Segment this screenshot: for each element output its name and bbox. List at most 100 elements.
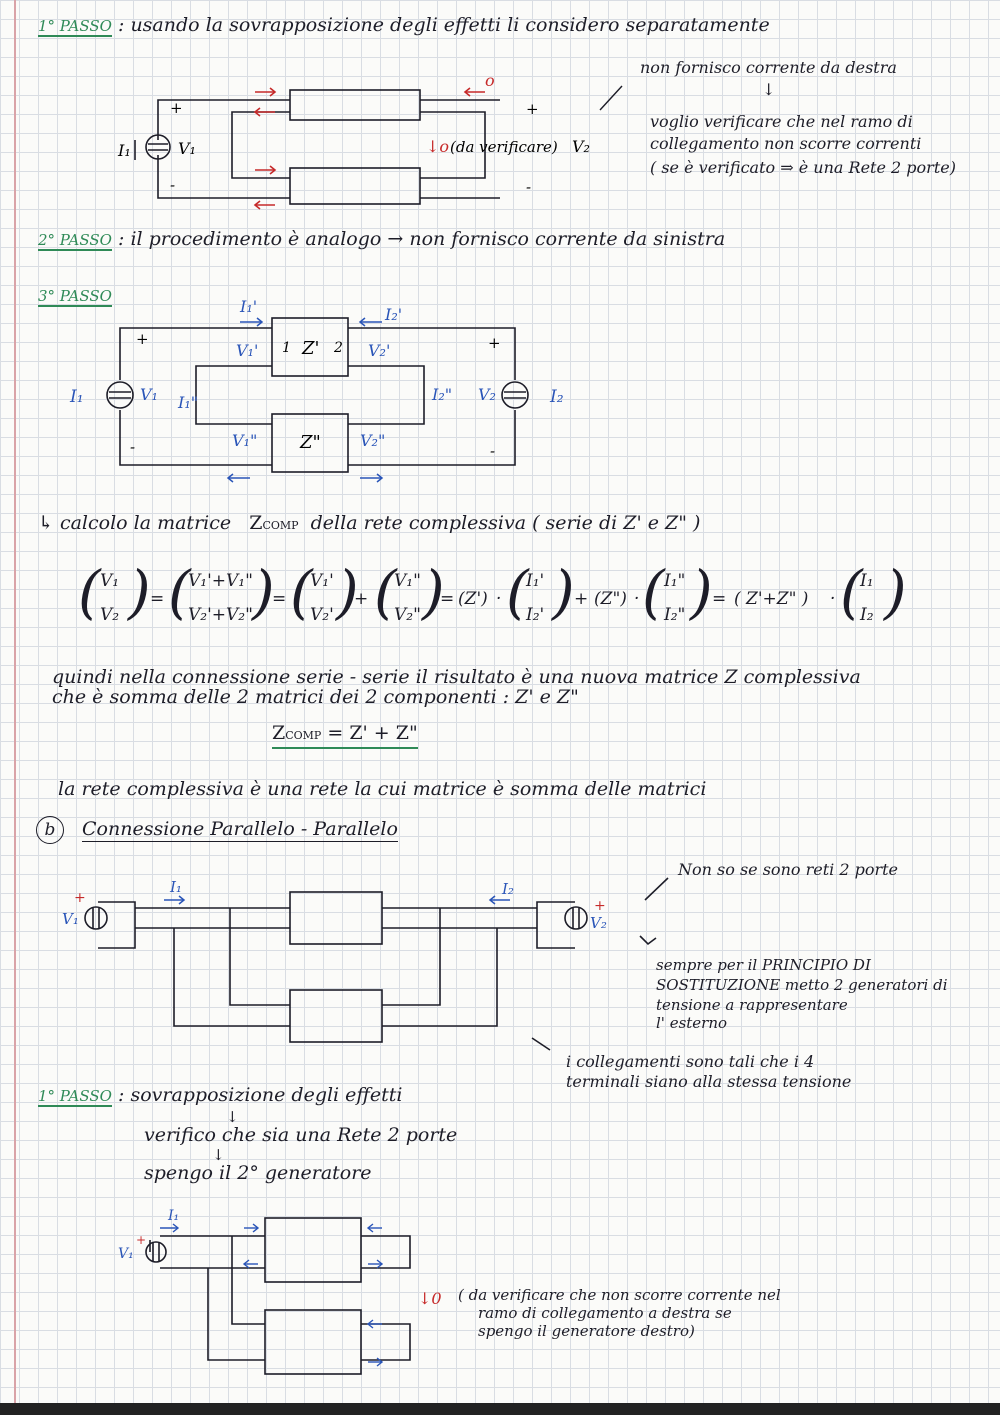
svg-text:V₁: V₁ — [178, 139, 196, 158]
note-verify-3: ( se è verificato ⇒ è una Rete 2 porte) — [650, 158, 956, 177]
svg-text:-: - — [170, 176, 175, 194]
subst-line-1: sempre per il PRINCIPIO DI — [656, 956, 871, 974]
svg-text:V₂: V₂ — [572, 137, 590, 156]
links-line-1: i collegamenti sono tali che i 4 — [566, 1052, 815, 1071]
svg-text:): ) — [250, 558, 275, 626]
svg-text:): ) — [126, 558, 151, 626]
svg-text:o: o — [485, 71, 495, 90]
svg-text:I₂: I₂ — [501, 880, 514, 898]
svg-text:I₁: I₁ — [169, 878, 182, 896]
svg-text:V₂: V₂ — [590, 914, 607, 932]
svg-text:I₁: I₁ — [117, 141, 131, 160]
svg-text:=: = — [150, 589, 164, 609]
subst-line-4: l' esterno — [656, 1014, 728, 1032]
svg-text:(: ( — [506, 558, 530, 626]
svg-text:·: · — [496, 589, 501, 609]
note-not-sure: Non so se sono reti 2 porte — [678, 860, 899, 879]
zcomp-symbol: Z — [249, 512, 263, 534]
svg-text:V₁: V₁ — [118, 1246, 134, 1262]
svg-text:↓0: ↓0 — [418, 1289, 442, 1308]
final-note-2: ramo di collegamento a destra se — [478, 1304, 732, 1322]
svg-text:V₂: V₂ — [100, 605, 119, 625]
svg-text:+: + — [354, 589, 368, 609]
down-arrow: ↓ — [762, 80, 776, 99]
svg-text:I₁: I₁ — [859, 571, 874, 591]
svg-text:): ) — [420, 558, 445, 626]
step1-row: 1° PASSO : usando la sovrapposizione deg… — [38, 14, 770, 37]
svg-text:+: + — [170, 99, 183, 117]
svg-text:I₁: I₁ — [167, 1208, 179, 1224]
zcomp-eq-symbol: Z — [272, 722, 286, 744]
step2-text: : il procedimento è analogo → non fornis… — [118, 228, 726, 250]
svg-text:V₂": V₂" — [360, 431, 385, 450]
svg-text:=: = — [440, 589, 454, 609]
svg-text:+: + — [526, 100, 539, 118]
zcomp-eq-rhs: = Z' + Z" — [327, 722, 418, 744]
svg-text:V₁': V₁' — [236, 341, 258, 360]
section-b-badge: b — [36, 816, 64, 844]
svg-text:): ) — [334, 558, 359, 626]
quindi-line-1: quindi nella connessione serie - serie i… — [52, 666, 861, 688]
zcomp-subscript: COMP — [262, 519, 299, 532]
svg-text:·: · — [634, 589, 639, 609]
pp-step1-label: 1° PASSO — [38, 1087, 112, 1107]
svg-text:·: · — [830, 589, 835, 609]
step1-text: : usando la sovrapposizione degli effett… — [118, 14, 770, 36]
arrow-down-2: ↓ — [212, 1146, 225, 1164]
subst-line-3: tensione a rappresentare — [656, 996, 848, 1014]
svg-text:V₁: V₁ — [62, 910, 79, 928]
rete-sum-line: la rete complessiva è una rete la cui ma… — [58, 778, 707, 800]
pp-step1-row: 1° PASSO : sovrapposizione degli effetti — [38, 1084, 402, 1107]
final-note-1: ( da verificare che non scorre corrente … — [458, 1286, 781, 1304]
svg-text:I₁': I₁' — [239, 297, 257, 316]
svg-text:I₂: I₂ — [859, 605, 874, 625]
svg-text:V₁': V₁' — [310, 571, 334, 591]
note-verify-2: collegamento non scorre correnti — [650, 134, 922, 153]
svg-text:+: + — [136, 1233, 146, 1247]
svg-text:I₁": I₁" — [177, 393, 198, 412]
notebook-margin-line — [14, 0, 16, 1415]
svg-text:(: ( — [168, 558, 192, 626]
svg-text:=: = — [272, 589, 286, 609]
svg-text:+: + — [574, 589, 588, 609]
svg-text:-: - — [526, 178, 531, 196]
svg-text:I₂': I₂' — [525, 605, 544, 625]
svg-text:2: 2 — [333, 340, 343, 356]
calc-text: ↳ calcolo la matrice — [38, 512, 232, 534]
svg-text:(: ( — [840, 558, 864, 626]
zcomp-eq-subscript: COMP — [285, 729, 322, 742]
svg-text:V₁: V₁ — [140, 385, 158, 404]
step1-label: 1° PASSO — [38, 17, 112, 37]
svg-text:I₂: I₂ — [549, 387, 564, 407]
svg-text:(: ( — [78, 558, 102, 626]
links-line-2: terminali siano alla stessa tensione — [566, 1072, 852, 1091]
step3-row: 3° PASSO — [38, 284, 112, 307]
svg-text:V₂': V₂' — [368, 341, 390, 360]
svg-text:-: - — [130, 438, 135, 456]
step2-label: 2° PASSO — [38, 231, 112, 251]
svg-text:+: + — [136, 330, 149, 348]
note-verify-1: voglio verificare che nel ramo di — [650, 112, 913, 131]
svg-text:=: = — [712, 589, 726, 609]
svg-text:I₂': I₂' — [384, 305, 402, 324]
zcomp-equation: ZCOMP = Z' + Z" — [272, 722, 418, 749]
svg-text:(: ( — [290, 558, 314, 626]
pp-step1-text: : sovrapposizione degli effetti — [118, 1084, 403, 1106]
svg-text:(da verificare): (da verificare) — [450, 138, 558, 156]
svg-text:↓o: ↓o — [426, 137, 449, 156]
svg-text:+: + — [74, 890, 86, 906]
svg-text:V₁": V₁" — [232, 431, 257, 450]
svg-text:Z': Z' — [301, 338, 319, 359]
svg-text:+: + — [594, 898, 606, 914]
svg-text:( Z'+Z" ): ( Z'+Z" ) — [734, 589, 808, 609]
svg-text:I₂": I₂" — [431, 385, 452, 404]
svg-text:V₂'+V₂": V₂'+V₂" — [188, 605, 253, 625]
svg-text:Z": Z" — [299, 432, 321, 453]
svg-text:(Z"): (Z") — [594, 589, 627, 609]
svg-text:V₁'+V₁": V₁'+V₁" — [188, 571, 253, 591]
